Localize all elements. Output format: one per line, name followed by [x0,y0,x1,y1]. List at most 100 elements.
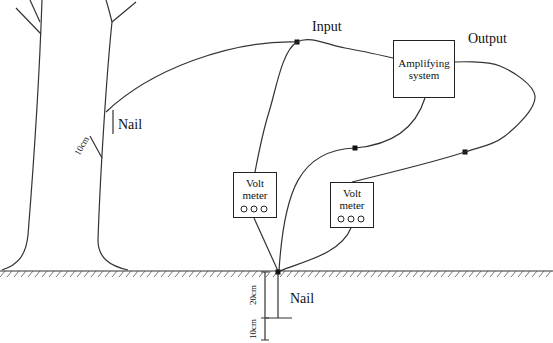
hatch-line [56,271,61,277]
hatch-line [91,271,96,277]
hatch-line [63,271,68,277]
hatch-line [77,271,82,277]
hatch-line [483,271,488,277]
hatch-line [189,271,194,277]
hatch-line [357,271,362,277]
tree-branch [30,0,40,22]
hatch-line [420,271,425,277]
hatch-line [14,271,19,277]
voltmeter-box: Volt meter [233,172,277,218]
hatch-line [294,271,299,277]
hatch-line [350,271,355,277]
hatch-line [266,271,271,277]
hatch-line [539,271,544,277]
terminal [261,206,267,212]
hatch-line [140,271,145,277]
terminal [348,216,354,222]
dimension-label: 10cm [249,319,258,339]
hatch-line [497,271,502,277]
hatch-line [217,271,222,277]
hatch-line [287,271,292,277]
hatch-line [175,271,180,277]
tree-branch [106,0,112,22]
hatch-line [434,271,439,277]
tree-trunk [98,22,128,270]
hatch-line [455,271,460,277]
hatch-line [0,271,5,277]
hatch-line [28,271,33,277]
terminal [338,216,344,222]
hatch-line [371,271,376,277]
terminal [358,216,364,222]
hatch-line [252,271,257,277]
hatch-line [476,271,481,277]
dimension-line [90,136,102,158]
hatch-line [49,271,54,277]
hatch-line [308,271,313,277]
hatch-line [182,271,187,277]
hatch-line [336,271,341,277]
hatch-line [441,271,446,277]
hatch-line [210,271,215,277]
hatch-line [469,271,474,277]
hatch-line [119,271,124,277]
hatch-line [378,271,383,277]
hatch-line [406,271,411,277]
ground-nail [266,272,292,318]
hatch-line [98,271,103,277]
box-label: Volt meter [236,177,274,201]
hatch-line [546,271,551,277]
hatch-line [259,271,264,277]
wire [255,40,393,172]
amplifier-box: Amplifying system [393,40,455,98]
hatch-line [511,271,516,277]
hatch-line [399,271,404,277]
signal-label: Output [468,32,507,46]
part-label: Nail [118,118,142,132]
dimension-line [261,272,269,340]
terminal [241,206,247,212]
hatch-line [161,271,166,277]
tree-branch [112,2,136,22]
dimension-label: 10cm [73,135,91,157]
hatch-line [245,271,250,277]
hatch-line [315,271,320,277]
hatch-line [427,271,432,277]
trunk-nail [112,110,113,134]
hatch-line [238,271,243,277]
meter-terminals [332,214,370,224]
hatch-line [168,271,173,277]
hatch-line [196,271,201,277]
hatch-line [518,271,523,277]
hatch-line [329,271,334,277]
hatch-line [231,271,236,277]
part-label: Nail [290,292,314,306]
tree-trunk [2,0,42,270]
hatch-line [364,271,369,277]
box-label: Volt meter [333,187,371,211]
hatch-line [462,271,467,277]
hatch-line [301,271,306,277]
wire [106,42,297,112]
hatch-line [42,271,47,277]
wire [280,228,351,271]
hatch-line [35,271,40,277]
hatch-line [21,271,26,277]
hatch-line [84,271,89,277]
hatch-line [322,271,327,277]
hatch-line [343,271,348,277]
hatch-line [490,271,495,277]
meter-terminals [235,204,273,214]
hatch-line [154,271,159,277]
hatch-line [133,271,138,277]
wire [355,98,425,148]
hatch-line [147,271,152,277]
hatch-line [126,271,131,277]
hatch-line [448,271,453,277]
wire [254,218,278,271]
hatch-line [413,271,418,277]
tree-branch [16,8,41,34]
voltmeter-box: Volt meter [330,182,374,228]
hatch-line [532,271,537,277]
hatch-line [7,271,12,277]
